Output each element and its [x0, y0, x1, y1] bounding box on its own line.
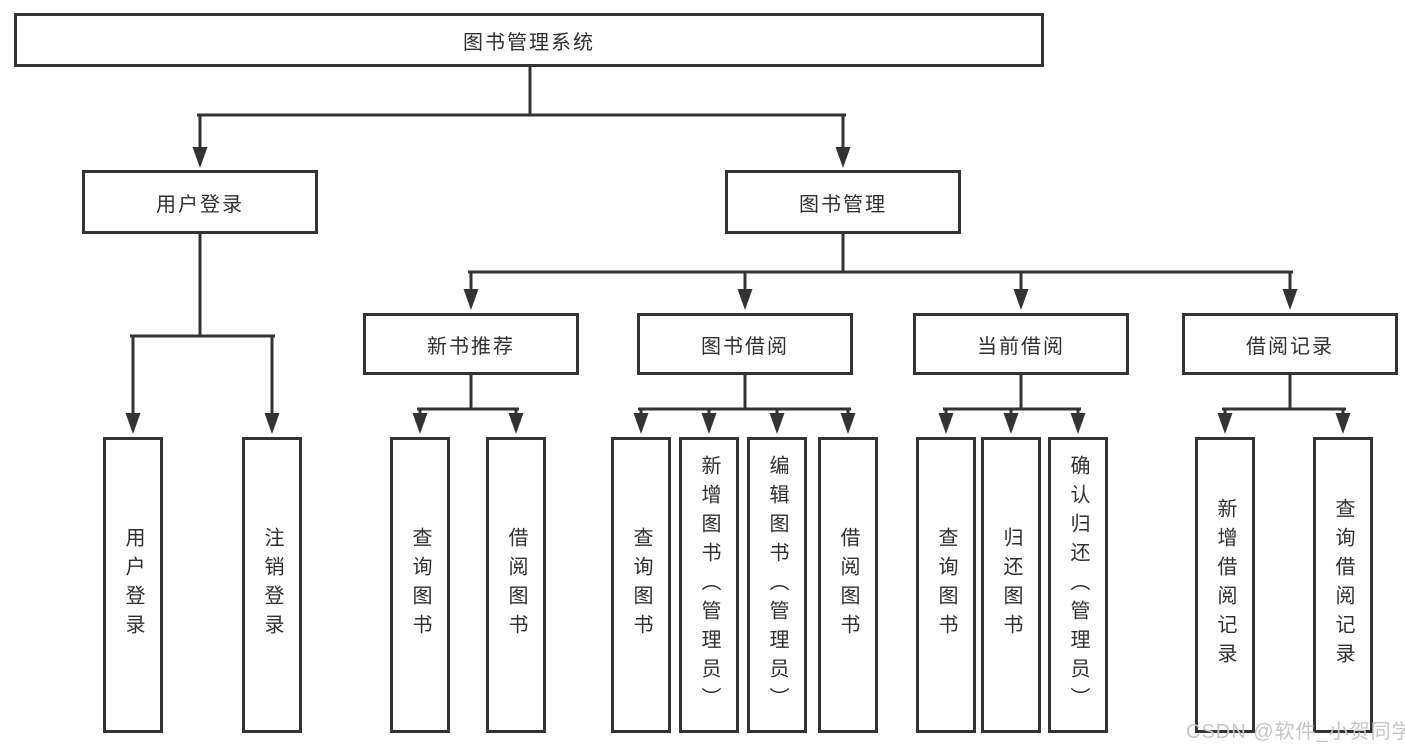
leaf-add-books-admin: 新增图书（管理员） [679, 437, 739, 733]
arrowhead [769, 413, 785, 434]
arrowhead [1070, 413, 1086, 434]
arrowhead [508, 413, 524, 434]
node-label: 当前借阅 [977, 335, 1065, 358]
node-label: 确认归还（管理员） [1067, 454, 1089, 716]
node-label: 图书管理系统 [463, 31, 595, 54]
arrowhead [835, 147, 851, 168]
leaf-add-borrow-record: 新增借阅记录 [1195, 437, 1255, 733]
node-current-borrow: 当前借阅 [913, 313, 1129, 375]
arrowhead [1335, 413, 1351, 434]
node-label: 借阅图书 [505, 527, 527, 643]
node-label: 新增图书（管理员） [698, 454, 720, 716]
leaf-borrow-books: 借阅图书 [818, 437, 878, 733]
arrowhead [125, 413, 141, 434]
connector-login-to-leaves [130, 232, 275, 418]
node-book-borrow: 图书借阅 [637, 313, 853, 375]
leaf-return-books: 归还图书 [981, 437, 1041, 733]
arrowhead [192, 147, 208, 168]
arrowhead [737, 289, 753, 310]
leaf-query-books-borrow: 查询图书 [611, 437, 671, 733]
arrowhead [701, 413, 717, 434]
node-library-system: 图书管理系统 [14, 13, 1044, 67]
connector-recommend-to-leaves [417, 373, 519, 418]
node-label: 编辑图书（管理员） [766, 454, 788, 716]
node-label: 图书管理 [799, 193, 887, 216]
arrowhead [938, 413, 954, 434]
leaf-query-books-recommend: 查询图书 [390, 437, 450, 733]
connector-management-to-level3 [468, 232, 1293, 294]
node-label: 借阅记录 [1246, 335, 1334, 358]
node-label: 查询借阅记录 [1332, 498, 1354, 672]
node-label: 新增借阅记录 [1214, 498, 1236, 672]
node-label: 新书推荐 [427, 335, 515, 358]
leaf-edit-books-admin: 编辑图书（管理员） [747, 437, 807, 733]
node-label: 图书借阅 [701, 335, 789, 358]
connector-records-to-leaves [1222, 373, 1346, 418]
arrowhead [633, 413, 649, 434]
leaf-borrow-books-recommend: 借阅图书 [486, 437, 546, 733]
node-user-login: 用户登录 [82, 170, 318, 234]
node-book-management: 图书管理 [725, 170, 961, 234]
node-label: 借阅图书 [837, 527, 859, 643]
leaf-query-borrow-record: 查询借阅记录 [1313, 437, 1373, 733]
watermark: CSDN @软件_小贺同学 [1186, 721, 1405, 743]
node-label: 用户登录 [156, 193, 244, 216]
node-new-book-recommend: 新书推荐 [363, 313, 579, 375]
leaf-user-login: 用户登录 [103, 437, 163, 733]
node-label: 查询图书 [630, 527, 652, 643]
connector-root-to-level2 [197, 65, 846, 152]
node-label: 注销登录 [261, 527, 283, 643]
leaf-confirm-return-admin: 确认归还（管理员） [1048, 437, 1108, 733]
arrowhead [412, 413, 428, 434]
arrowhead [1217, 413, 1233, 434]
leaf-query-books-current: 查询图书 [916, 437, 976, 733]
connector-current-to-leaves [943, 373, 1081, 418]
arrowhead [1003, 413, 1019, 434]
node-label: 查询图书 [935, 527, 957, 643]
arrowhead [1282, 289, 1298, 310]
arrowhead [264, 413, 280, 434]
arrowhead [463, 289, 479, 310]
node-label: 归还图书 [1000, 527, 1022, 643]
node-label: 查询图书 [409, 527, 431, 643]
connector-borrow-to-leaves [638, 373, 851, 418]
arrowhead [840, 413, 856, 434]
leaf-logout: 注销登录 [242, 437, 302, 733]
node-borrow-records: 借阅记录 [1182, 313, 1398, 375]
arrowhead [1013, 289, 1029, 310]
node-label: 用户登录 [122, 527, 144, 643]
